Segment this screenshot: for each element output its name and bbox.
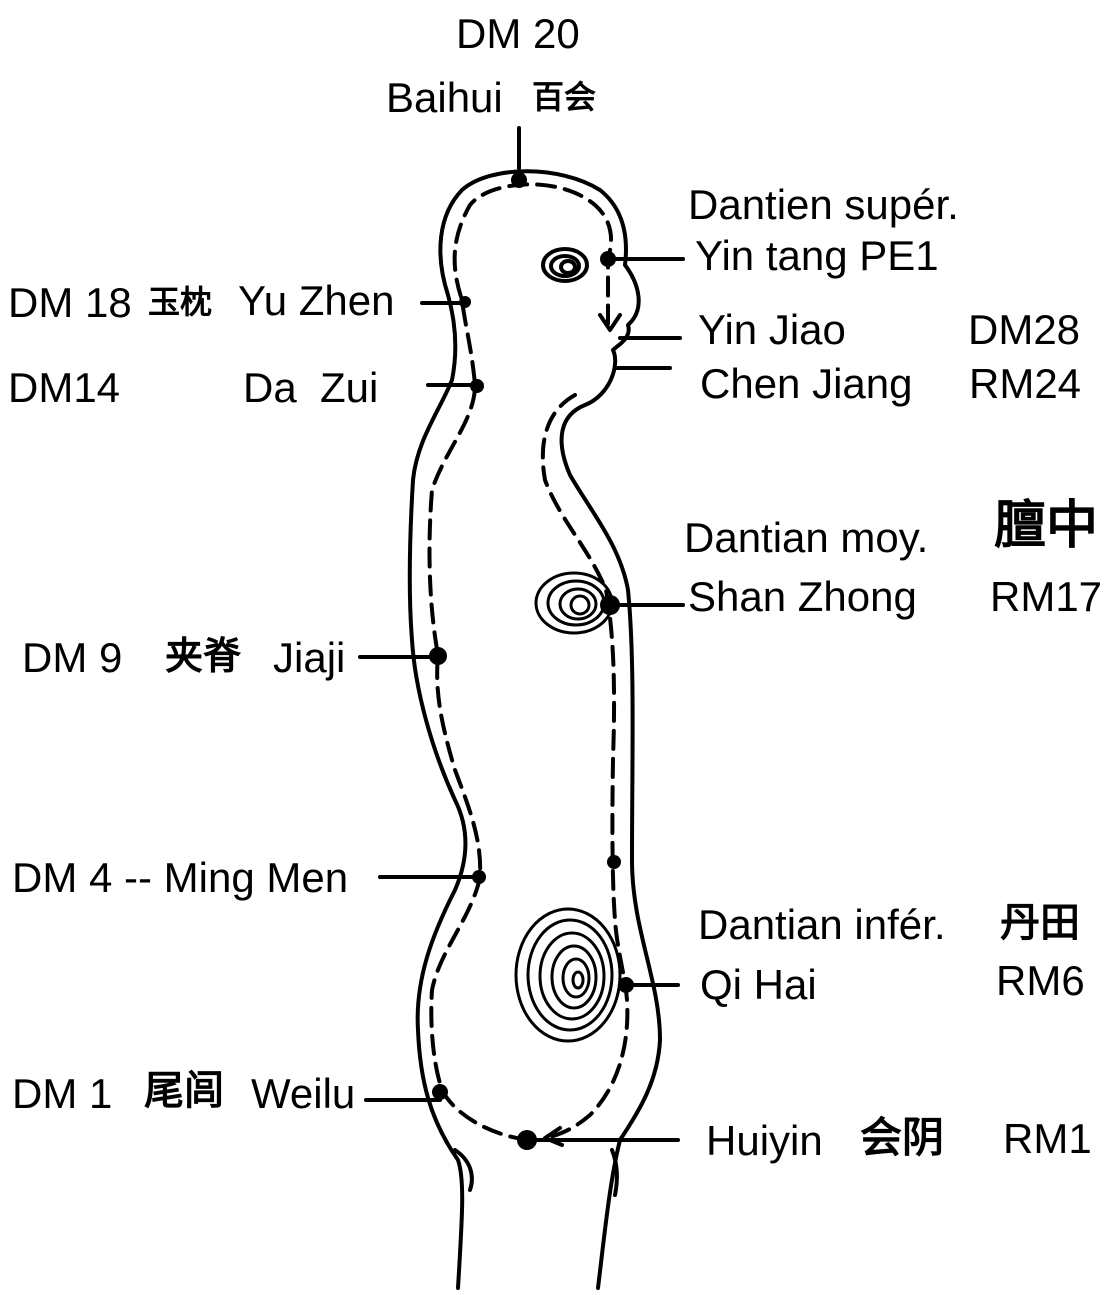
label-dm18-code: DM 18 <box>8 279 132 326</box>
label-dm14-code: DM14 <box>8 364 121 411</box>
point-ming-men <box>472 870 486 884</box>
label-dm20-code: DM 20 <box>456 10 580 57</box>
label-jiaji: Jiaji <box>273 634 346 681</box>
label-qi-hai: Qi Hai <box>700 961 817 1008</box>
leg-separation <box>453 1148 474 1192</box>
label-baihui-hanzi: 百会 <box>532 78 597 116</box>
label-yin-tang: Yin tang PE1 <box>695 232 939 279</box>
label-lower-dantian: Dantian infér. <box>698 901 946 948</box>
label-yu-zhen: Yu Zhen <box>238 277 395 324</box>
point-weilu <box>432 1084 448 1100</box>
label-qi-hai-code: RM6 <box>996 957 1085 1004</box>
label-dm9-hanzi: 夹脊 <box>165 634 242 678</box>
label-baihui: Baihui <box>386 74 503 121</box>
label-dm1-code: DM 1 <box>12 1070 113 1117</box>
point-yin-tang <box>600 251 616 267</box>
label-lower-hanzi: 丹田 <box>1000 900 1080 946</box>
label-middle-hanzi: 膻中 <box>994 496 1099 556</box>
point-huiyin <box>517 1130 537 1150</box>
label-yin-jiao-code: DM28 <box>968 306 1081 353</box>
point-jiaji <box>429 647 447 665</box>
point-shan-zhong <box>600 595 620 615</box>
label-shan-zhong: Shan Zhong <box>688 573 917 620</box>
channel-dashed-front <box>540 393 630 1140</box>
point-yu-zhen <box>459 296 471 308</box>
label-chen-jiang-code: RM24 <box>969 360 1082 407</box>
label-shan-zhong-code: RM17 <box>990 573 1103 620</box>
point-da-zui <box>470 379 484 393</box>
label-weilu: Weilu <box>251 1070 356 1117</box>
label-dm9-code: DM 9 <box>22 634 123 681</box>
label-yin-jiao: Yin Jiao <box>698 306 846 353</box>
label-huiyin: Huiyin <box>706 1117 823 1164</box>
label-dm1-hanzi: 尾闾 <box>144 1068 224 1114</box>
channel-dashed-loop <box>427 182 614 1142</box>
label-middle-dantian: Dantian moy. <box>684 514 929 561</box>
label-ming-men: DM 4 -- Ming Men <box>12 854 349 901</box>
point-baihui <box>511 172 527 188</box>
label-huiyin-code: RM1 <box>1003 1115 1092 1162</box>
lower-dantian-spiral <box>514 907 622 1043</box>
label-da-zui: Da Zui <box>243 364 379 411</box>
label-chen-jiang: Chen Jiang <box>700 360 913 407</box>
upper-dantian-spiral <box>541 247 589 283</box>
label-dm18-hanzi: 玉枕 <box>148 283 213 321</box>
label-huiyin-hanzi: 会阴 <box>860 1113 945 1162</box>
body-outline <box>407 169 662 1290</box>
point-midline <box>607 855 621 869</box>
point-qi-hai <box>618 977 634 993</box>
label-upper-dantian: Dantien supér. <box>688 181 959 228</box>
